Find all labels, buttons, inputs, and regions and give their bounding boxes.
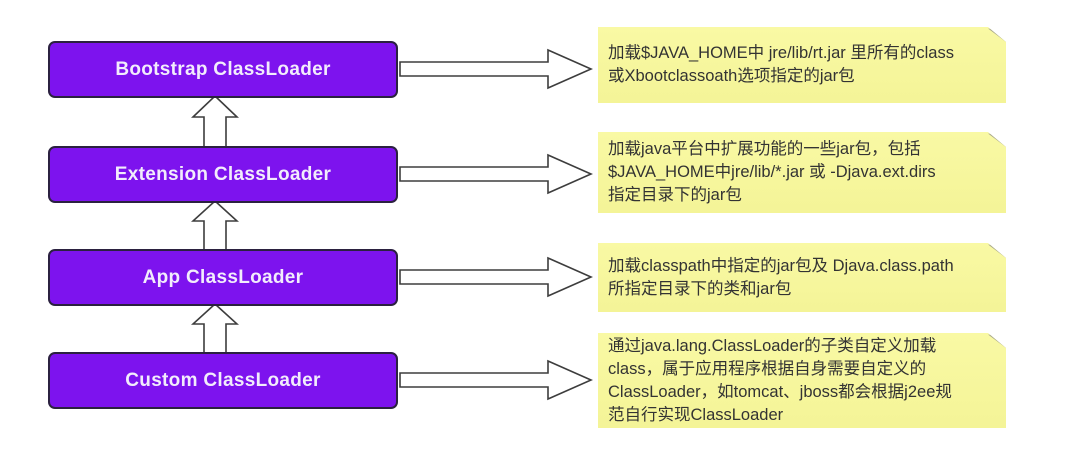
right-arrow-icon — [399, 48, 593, 90]
note-fold-icon — [988, 132, 1006, 147]
classloader-box-extension: Extension ClassLoader — [48, 146, 398, 203]
classloader-box-custom: Custom ClassLoader — [48, 352, 398, 409]
note-text: 加载classpath中指定的jar包及 Djava.class.path 所指… — [608, 256, 954, 298]
right-arrow-icon — [399, 153, 593, 195]
classloader-box-label: App ClassLoader — [142, 266, 304, 288]
note-text: 通过java.lang.ClassLoader的子类自定义加载 class，属于… — [608, 336, 952, 424]
classloader-box-bootstrap: Bootstrap ClassLoader — [48, 41, 398, 98]
note-fold-icon — [988, 333, 1006, 348]
note-text: 加载$JAVA_HOME中 jre/lib/rt.jar 里所有的class 或… — [608, 44, 954, 85]
note-text: 加载java平台中扩展功能的一些jar包，包括 $JAVA_HOME中jre/l… — [608, 140, 936, 204]
note-app: 加载classpath中指定的jar包及 Djava.class.path 所指… — [598, 243, 1006, 312]
note-bootstrap: 加载$JAVA_HOME中 jre/lib/rt.jar 里所有的class 或… — [598, 27, 1006, 103]
classloader-box-label: Bootstrap ClassLoader — [115, 58, 331, 80]
note-fold-icon — [988, 243, 1006, 258]
up-arrow-icon — [191, 95, 239, 149]
right-arrow-icon — [399, 359, 593, 401]
note-fold-icon — [988, 27, 1006, 42]
note-custom: 通过java.lang.ClassLoader的子类自定义加载 class，属于… — [598, 333, 1006, 428]
classloader-box-label: Custom ClassLoader — [125, 369, 321, 391]
up-arrow-icon — [191, 200, 239, 252]
classloader-box-label: Extension ClassLoader — [114, 163, 332, 185]
classloader-box-app: App ClassLoader — [48, 249, 398, 306]
note-extension: 加载java平台中扩展功能的一些jar包，包括 $JAVA_HOME中jre/l… — [598, 132, 1006, 213]
right-arrow-icon — [399, 256, 593, 298]
up-arrow-icon — [191, 303, 239, 355]
